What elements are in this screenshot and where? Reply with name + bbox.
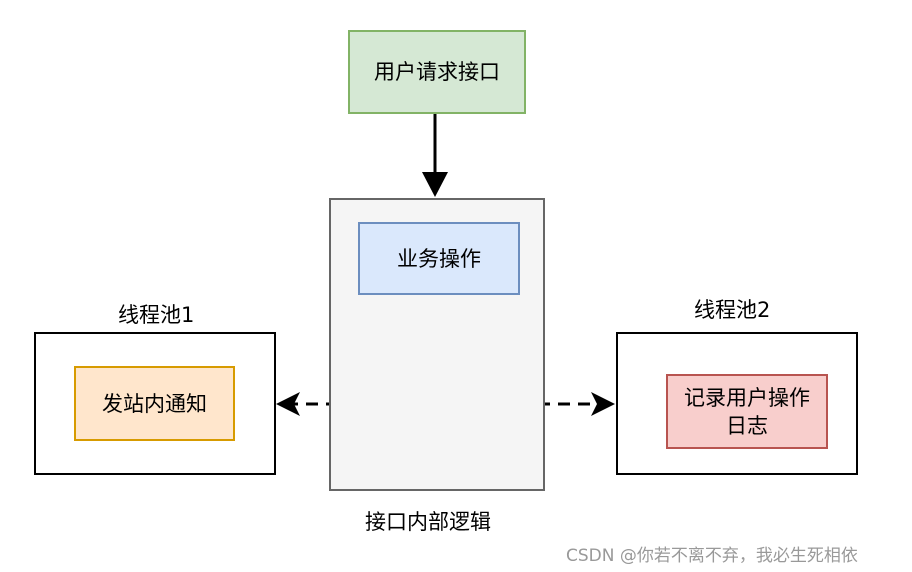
thread-pool-1-label: 线程池1 <box>118 303 195 327</box>
thread-pool-2-label: 线程池2 <box>694 298 771 322</box>
request-node: 用户请求接口 <box>348 30 526 114</box>
notify-node: 发站内通知 <box>74 366 235 441</box>
request-arrowhead <box>422 172 448 197</box>
log-label: 记录用户操作 日志 <box>684 385 810 438</box>
request-label: 用户请求接口 <box>374 60 500 84</box>
log-node: 记录用户操作 日志 <box>666 374 828 449</box>
pool1-arrowhead <box>276 392 300 416</box>
watermark: CSDN @你若不离不弃，我必生死相依 <box>566 546 858 566</box>
internal-logic-label: 接口内部逻辑 <box>365 510 491 534</box>
notify-label: 发站内通知 <box>102 391 207 416</box>
pool2-arrowhead <box>591 392 615 416</box>
business-node: 业务操作 <box>358 222 520 295</box>
business-label: 业务操作 <box>397 246 481 271</box>
